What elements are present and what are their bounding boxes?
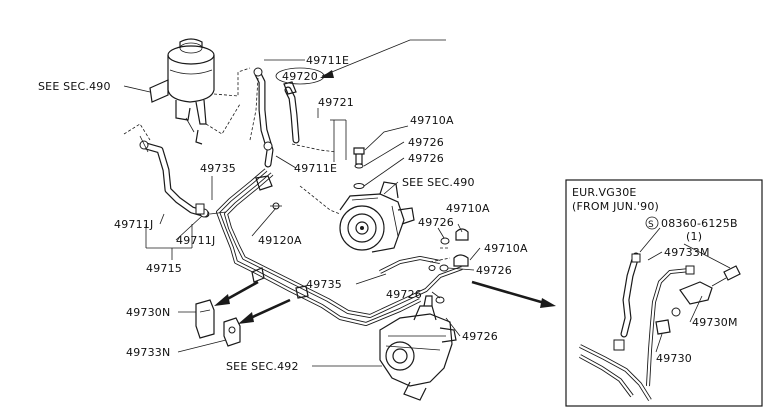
label-49710A-c: 49710A bbox=[484, 242, 528, 255]
label-49730: 49730 bbox=[656, 352, 692, 365]
inset-bolt bbox=[723, 265, 741, 281]
label-49721: 49721 bbox=[318, 96, 354, 109]
label-49733N: 49733N bbox=[126, 346, 170, 359]
leader-lines bbox=[123, 59, 481, 367]
fittings-top-drawing bbox=[353, 125, 409, 189]
bolt-symbol-circle bbox=[645, 216, 659, 230]
label-49711E-top: 49711E bbox=[306, 54, 349, 67]
label-49735-a: 49735 bbox=[200, 162, 236, 175]
pressure-hose-drawing bbox=[249, 67, 337, 168]
clamps-drawing bbox=[195, 299, 241, 347]
inset-frame bbox=[565, 179, 763, 407]
inset-clamp-49730 bbox=[655, 319, 671, 335]
label-49726-d: 49726 bbox=[476, 264, 512, 277]
label-49715: 49715 bbox=[146, 262, 182, 275]
label-49710A-b: 49710A bbox=[446, 202, 490, 215]
label-49726-e: 49726 bbox=[386, 288, 422, 301]
label-49711J-b: 49711J bbox=[176, 234, 215, 247]
steering-gear-drawing bbox=[379, 295, 457, 401]
label-49730M: 49730M bbox=[692, 316, 738, 329]
direction-arrows bbox=[214, 39, 556, 324]
label-49726-b: 49726 bbox=[408, 152, 444, 165]
inset-clamp-49730M bbox=[679, 281, 713, 305]
label-49726-f: 49726 bbox=[462, 330, 498, 343]
steering-pump-drawing bbox=[270, 181, 415, 253]
label-see-sec-490-mid: SEE SEC.490 bbox=[402, 176, 475, 189]
inset-title: EUR.VG30E bbox=[572, 186, 637, 199]
label-49720: 49720 bbox=[282, 70, 318, 83]
label-49711E-mid: 49711E bbox=[294, 162, 337, 175]
label-49735-b: 49735 bbox=[306, 278, 342, 291]
inset-panel: EUR.VG30E (FROM JUN.'90) S 08360-6125B (… bbox=[565, 179, 763, 407]
inset-bolt-code: 08360-6125B bbox=[661, 217, 738, 230]
fittings-right-drawing bbox=[428, 228, 469, 304]
reservoir-tank-drawing bbox=[149, 38, 251, 145]
bolt-symbol: S bbox=[648, 220, 654, 230]
inset-bolt-qty: (1) bbox=[686, 230, 702, 243]
label-49710A-a: 49710A bbox=[410, 114, 454, 127]
inset-subtitle: (FROM JUN.'90) bbox=[572, 200, 659, 213]
part-highlight-ellipse bbox=[275, 67, 325, 85]
suction-hose-drawing bbox=[123, 123, 210, 218]
label-49120A: 49120A bbox=[258, 234, 302, 247]
inset-fitting bbox=[631, 253, 641, 263]
pipe-bundle-drawing bbox=[209, 168, 463, 326]
label-49726-a: 49726 bbox=[408, 136, 444, 149]
label-see-sec-492: SEE SEC.492 bbox=[226, 360, 299, 373]
label-49733M: 49733M bbox=[664, 246, 710, 259]
label-49730N: 49730N bbox=[126, 306, 170, 319]
label-49726-c: 49726 bbox=[418, 216, 454, 229]
label-49711J-a: 49711J bbox=[114, 218, 153, 231]
label-see-sec-490-top: SEE SEC.490 bbox=[38, 80, 111, 93]
